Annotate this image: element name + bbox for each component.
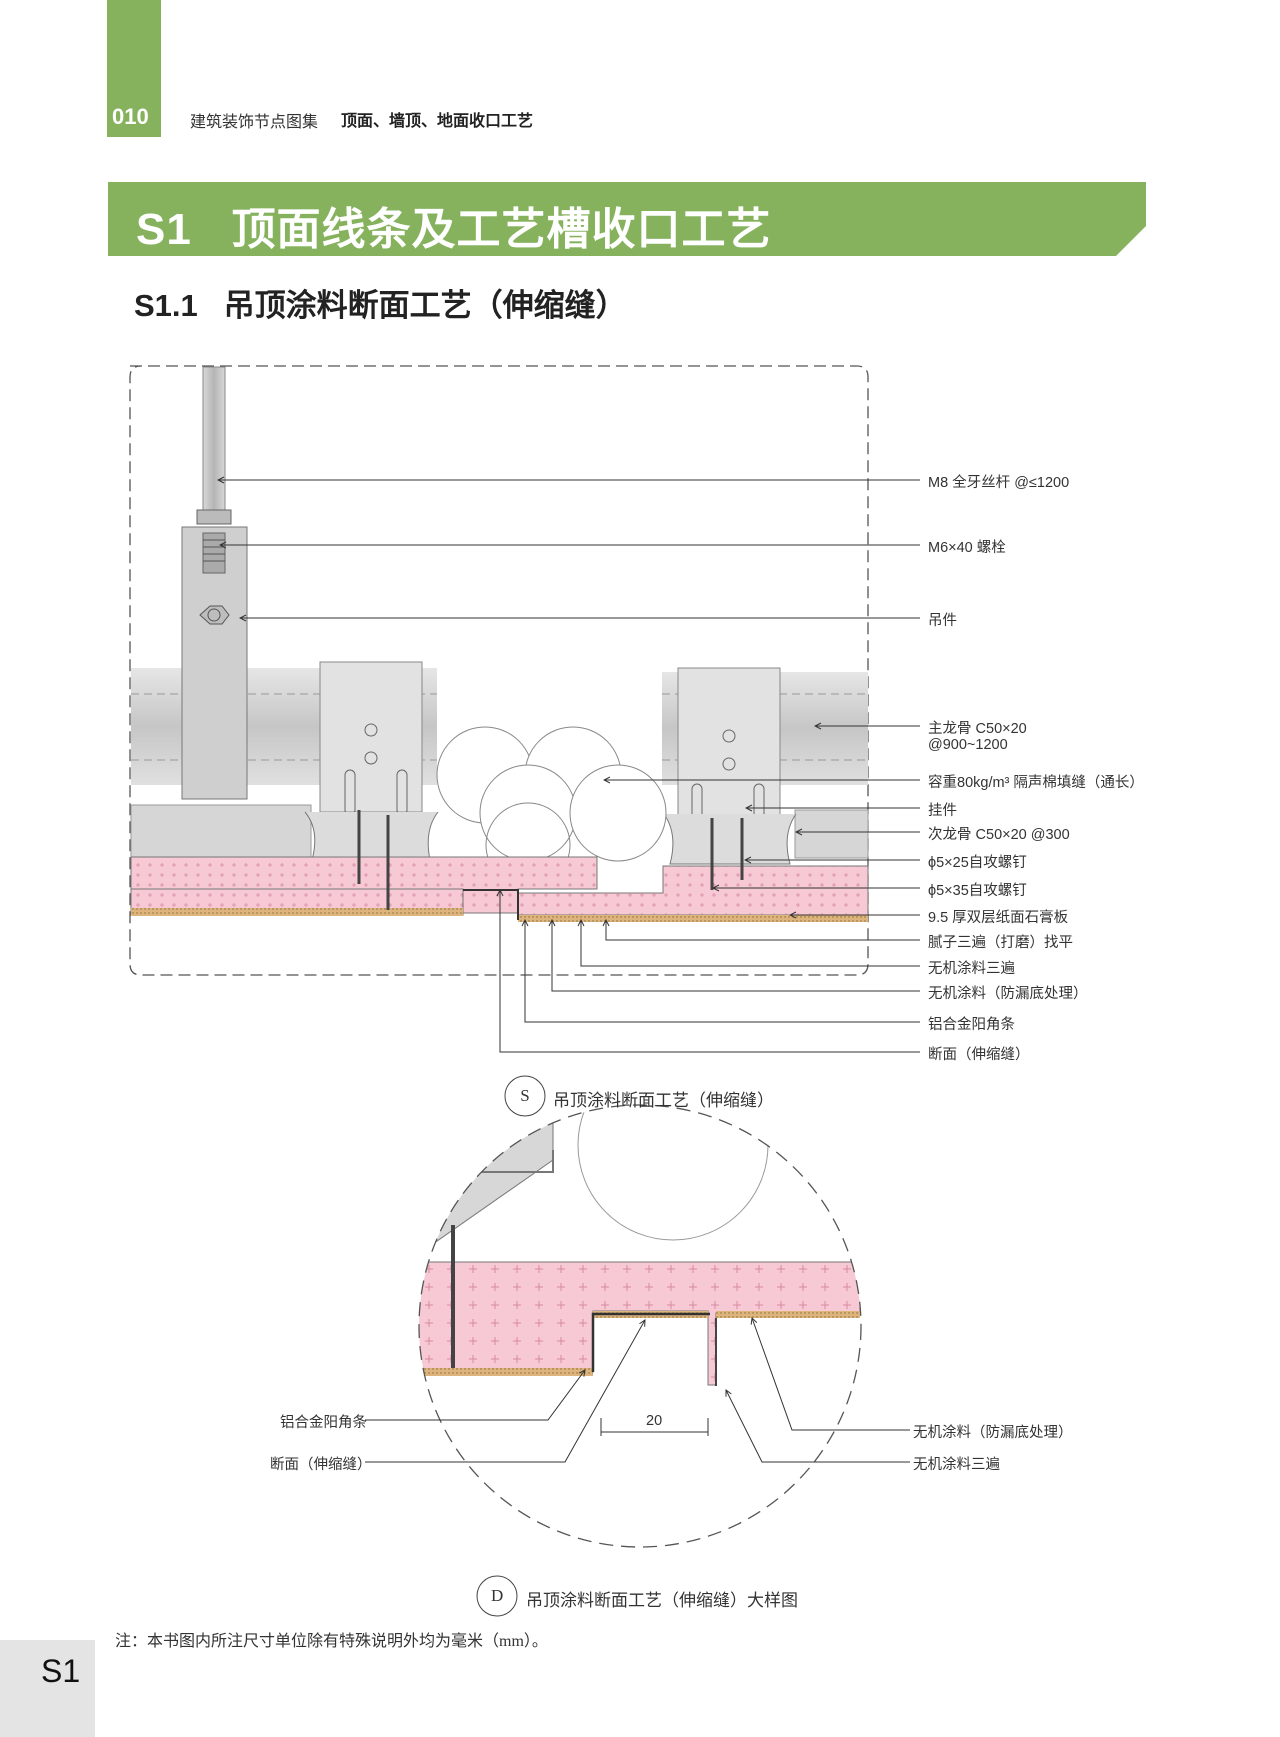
label-corner-bead: 铝合金阳角条 [928,1017,1015,1033]
clip-left [304,661,439,861]
label-screw-35: ϕ5×35自攻螺钉 [928,883,1027,899]
clip-right [663,667,797,865]
detail-label-joint: 断面（伸缩缝） [270,1457,372,1473]
page-number: 010 [112,104,149,129]
label-joint: 断面（伸缩缝） [928,1047,1030,1063]
section-title: S1.1 吊顶涂料断面工艺（伸缩缝） [134,288,627,323]
screws [357,810,744,910]
label-gypsum-board: 9.5 厚双层纸面石膏板 [928,910,1069,926]
detail-leaders [365,1318,910,1463]
chapter-title: S1 顶面线条及工艺槽收口工艺 [136,205,772,254]
caption-symbol-circle-d [476,1575,518,1617]
footnote: 注：本书图内所注尺寸单位除有特殊说明外均为毫米（mm）。 [115,1633,548,1650]
label-main-runner-spacing: @900~1200 [928,737,1008,753]
label-secondary-runner: 次龙骨 C50×20 @300 [928,827,1070,843]
detail-view [418,1104,862,1548]
gypsum-board [130,856,869,922]
label-screw-25: ϕ5×25自攻螺钉 [928,855,1027,871]
footer-section-label: S1 [41,1653,81,1689]
label-coating-base: 无机涂料（防漏底处理） [928,986,1088,1002]
label-hanger: 吊件 [928,613,957,629]
chapter-banner [108,182,1146,256]
label-main-runner: 主龙骨 C50×20 [928,721,1027,737]
detail-label-coating-base: 无机涂料（防漏底处理） [913,1425,1073,1441]
detail-dimension: 20 [646,1413,663,1429]
detail-label-coating-three: 无机涂料三遍 [913,1457,1000,1473]
hanger [181,526,248,800]
label-coating-three: 无机涂料三遍 [928,961,1015,977]
label-clip: 挂件 [928,803,957,819]
header-tab [107,0,161,137]
label-insulation: 容重80kg/m³ 隔声棉填缝（通长） [928,775,1144,791]
sound-insulation [436,726,667,888]
section-leaders [218,480,920,1053]
caption-symbol-d: D [491,1586,504,1605]
detail-caption: 吊顶涂料断面工艺（伸缩缝）大样图 [526,1591,798,1610]
label-threaded-rod: M8 全牙丝杆 @≤1200 [928,475,1070,491]
detail-label-corner-bead: 铝合金阳角条 [280,1415,367,1431]
label-putty: 腻子三遍（打磨）找平 [928,935,1073,951]
footer-tab [0,1640,95,1737]
threaded-rod [196,366,232,525]
label-bolt: M6×40 螺栓 [928,540,1006,556]
caption-symbol-s: S [520,1086,530,1105]
book-title: 建筑装饰节点图集 [190,114,319,131]
section-frame [129,365,869,976]
section-caption: 吊顶涂料断面工艺（伸缩缝） [553,1091,774,1110]
caption-symbol-circle-s [504,1075,546,1117]
book-subtitle: 顶面、墙顶、地面收口工艺 [341,113,534,130]
